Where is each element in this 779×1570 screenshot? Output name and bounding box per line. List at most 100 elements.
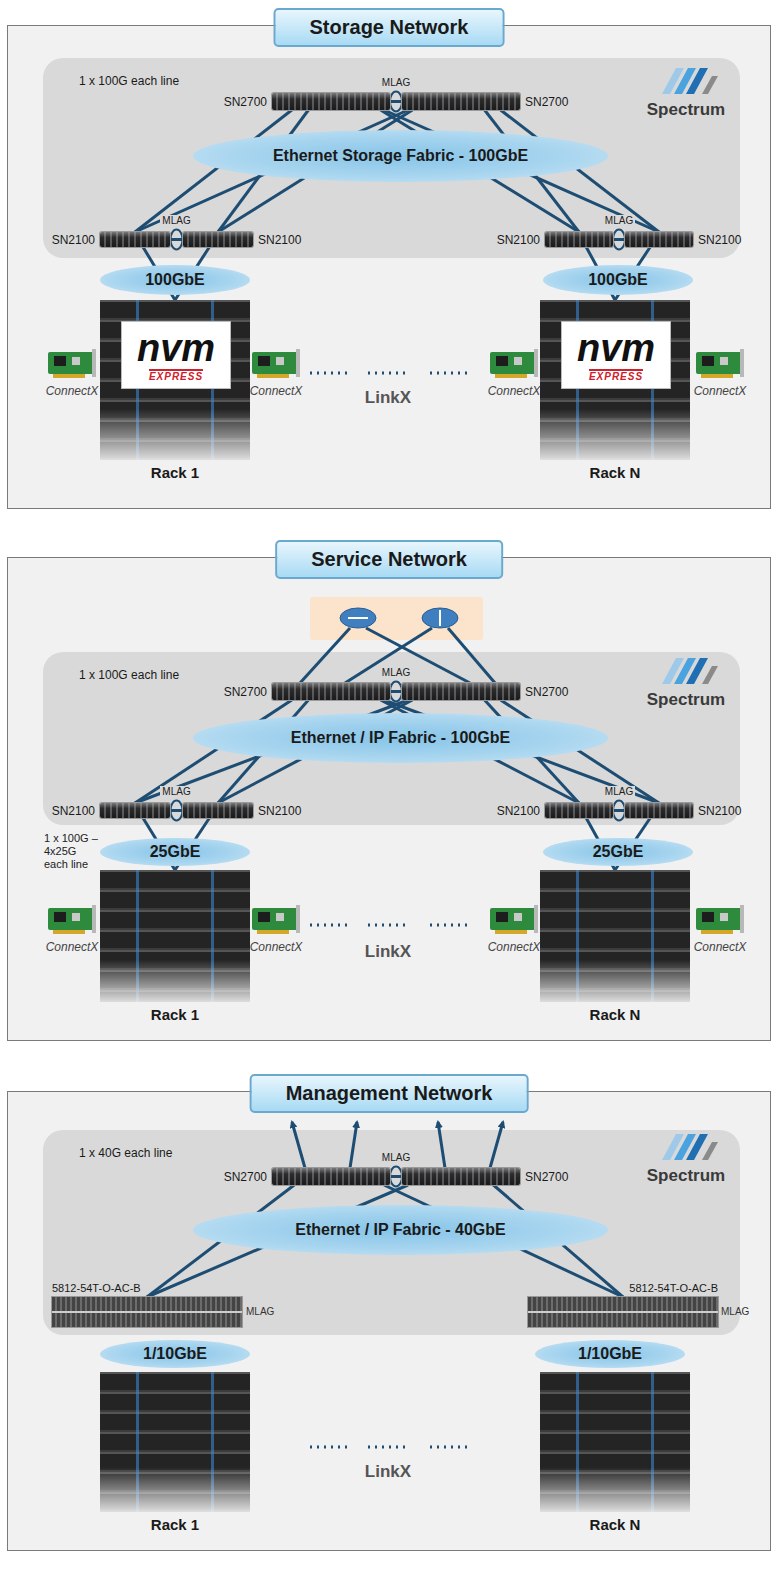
node-text: SN2100	[52, 233, 95, 247]
router-group	[348, 610, 440, 626]
nic-card	[48, 349, 96, 378]
spectrum-logo	[662, 658, 718, 684]
fabric-ellipse: 25GbE	[543, 838, 693, 866]
edge-label: MLAG	[380, 667, 412, 678]
fabric-ellipse: Ethernet Storage Fabric - 100GbE	[193, 130, 608, 182]
fabric-ellipse: 1/10GbE	[100, 1340, 250, 1368]
fabric-link	[135, 110, 408, 232]
mlag-link	[390, 690, 402, 693]
nic-label: ConnectX	[694, 940, 747, 954]
node-text: Ethernet Storage Fabric - 100GbE	[273, 147, 528, 165]
fabric-link	[218, 110, 308, 232]
fabric-ellipse: Ethernet / IP Fabric - 40GbE	[193, 1205, 608, 1255]
node-text: SN2700	[224, 685, 267, 699]
ellipsis-dots	[368, 924, 410, 927]
network-panel: Storage Network1 x 100G each lineSN2700S…	[8, 26, 770, 508]
nic-label: ConnectX	[46, 384, 99, 398]
edge-label: MLAG	[603, 215, 635, 226]
mlag-label: MLAG	[721, 1306, 749, 1317]
uplink-arrow	[350, 1122, 357, 1168]
rack-label: Rack N	[540, 1516, 690, 1533]
node-text: SN2100	[698, 804, 741, 818]
switch-unit: SN2100	[100, 232, 170, 247]
node-text: SN2700	[525, 685, 568, 699]
router-group	[448, 628, 495, 683]
nic-card	[696, 349, 744, 378]
nic-label: ConnectX	[488, 384, 541, 398]
switch-unit: SN2700	[272, 683, 390, 700]
mlag-link	[170, 809, 183, 812]
switch-unit: SN2100	[183, 803, 253, 818]
node-text: 25GbE	[150, 843, 201, 861]
server-rack: Rack 1nvmEXPRESS	[100, 300, 250, 460]
mlag-symbol	[171, 230, 183, 250]
fabric-link	[381, 110, 579, 232]
node-text: SN2100	[258, 233, 301, 247]
ellipsis-dots	[430, 372, 472, 375]
nic-card	[48, 905, 96, 934]
mlag-link	[613, 238, 625, 241]
mlag-symbol	[613, 230, 625, 250]
fabric-link	[135, 700, 408, 803]
switch-unit: SN2100	[183, 232, 253, 247]
mlag-link	[170, 238, 183, 241]
nic-card	[490, 349, 538, 378]
fabric-link	[218, 110, 412, 232]
mlag-link	[613, 809, 625, 812]
ellipsis-dots	[310, 1446, 352, 1449]
mlag-symbol	[390, 1167, 402, 1187]
ellipsis-dots	[368, 372, 410, 375]
edge-label: MLAG	[380, 77, 412, 88]
fabric-link	[501, 700, 659, 803]
uplink-arrow	[292, 1122, 503, 1168]
fabric-link	[384, 1185, 623, 1297]
spectrum-logo	[662, 68, 718, 1160]
node-text: SN2700	[525, 95, 568, 109]
brand-logo: Spectrum	[647, 1166, 725, 1186]
node-text: Ethernet / IP Fabric - 40GbE	[295, 1221, 505, 1239]
mlag-symbol	[390, 682, 402, 702]
switch-unit: SN2100	[625, 232, 693, 247]
node-text: nvm	[577, 329, 655, 367]
node-text: 1/10GbE	[143, 1345, 207, 1363]
node-text: 1 x 40G each line	[79, 1146, 172, 1160]
nvme-logo: nvmEXPRESS	[122, 322, 230, 388]
ellipsis-dots	[310, 373, 472, 1447]
fabric-link	[615, 818, 650, 870]
rack-label: Rack N	[540, 1006, 690, 1023]
router-group	[345, 628, 432, 683]
rack-label: Rack N	[540, 464, 690, 481]
switch-unit: SN2100	[545, 232, 613, 247]
fabric-link	[143, 247, 175, 300]
mlag-link	[390, 1175, 402, 1178]
server-rack: Rack 1	[100, 1372, 250, 1512]
fabric-link	[485, 110, 579, 232]
fabric-link	[147, 1185, 408, 1297]
nic-label: ConnectX	[250, 940, 303, 954]
node-text: nvm	[137, 329, 215, 367]
nic-label: ConnectX	[46, 940, 99, 954]
node-text: 5812-54T-O-AC-B	[52, 1282, 141, 1294]
uplink-arrow	[438, 1122, 445, 1168]
node-text: EXPRESS	[589, 369, 643, 382]
fabric-ellipse: 100GbE	[543, 265, 693, 295]
mlag-symbol	[613, 801, 625, 821]
ellipsis-dots	[368, 1446, 410, 1449]
fabric-link	[493, 1185, 623, 1297]
switch-unit: SN2100	[100, 803, 170, 818]
nvme-logo: nvmEXPRESS	[562, 322, 670, 388]
switch-unit: SN2700	[402, 683, 520, 700]
nic-label: ConnectX	[488, 940, 541, 954]
node-text: 1/10GbE	[578, 1345, 642, 1363]
nic-card	[490, 905, 538, 934]
uplink-arrow	[292, 1122, 305, 1168]
rack-label: Rack 1	[100, 1516, 250, 1533]
edge-label: MLAG	[160, 215, 192, 226]
cable-brand: LinkX	[365, 388, 411, 408]
server-rack: Rack NnvmEXPRESS	[540, 300, 690, 460]
rack-label: Rack 1	[100, 1006, 250, 1023]
nic-card	[252, 349, 300, 378]
node-text: 1 x 100G each line	[79, 74, 179, 88]
edge-label: MLAG	[603, 786, 635, 797]
server-rack: Rack N	[540, 870, 690, 1002]
